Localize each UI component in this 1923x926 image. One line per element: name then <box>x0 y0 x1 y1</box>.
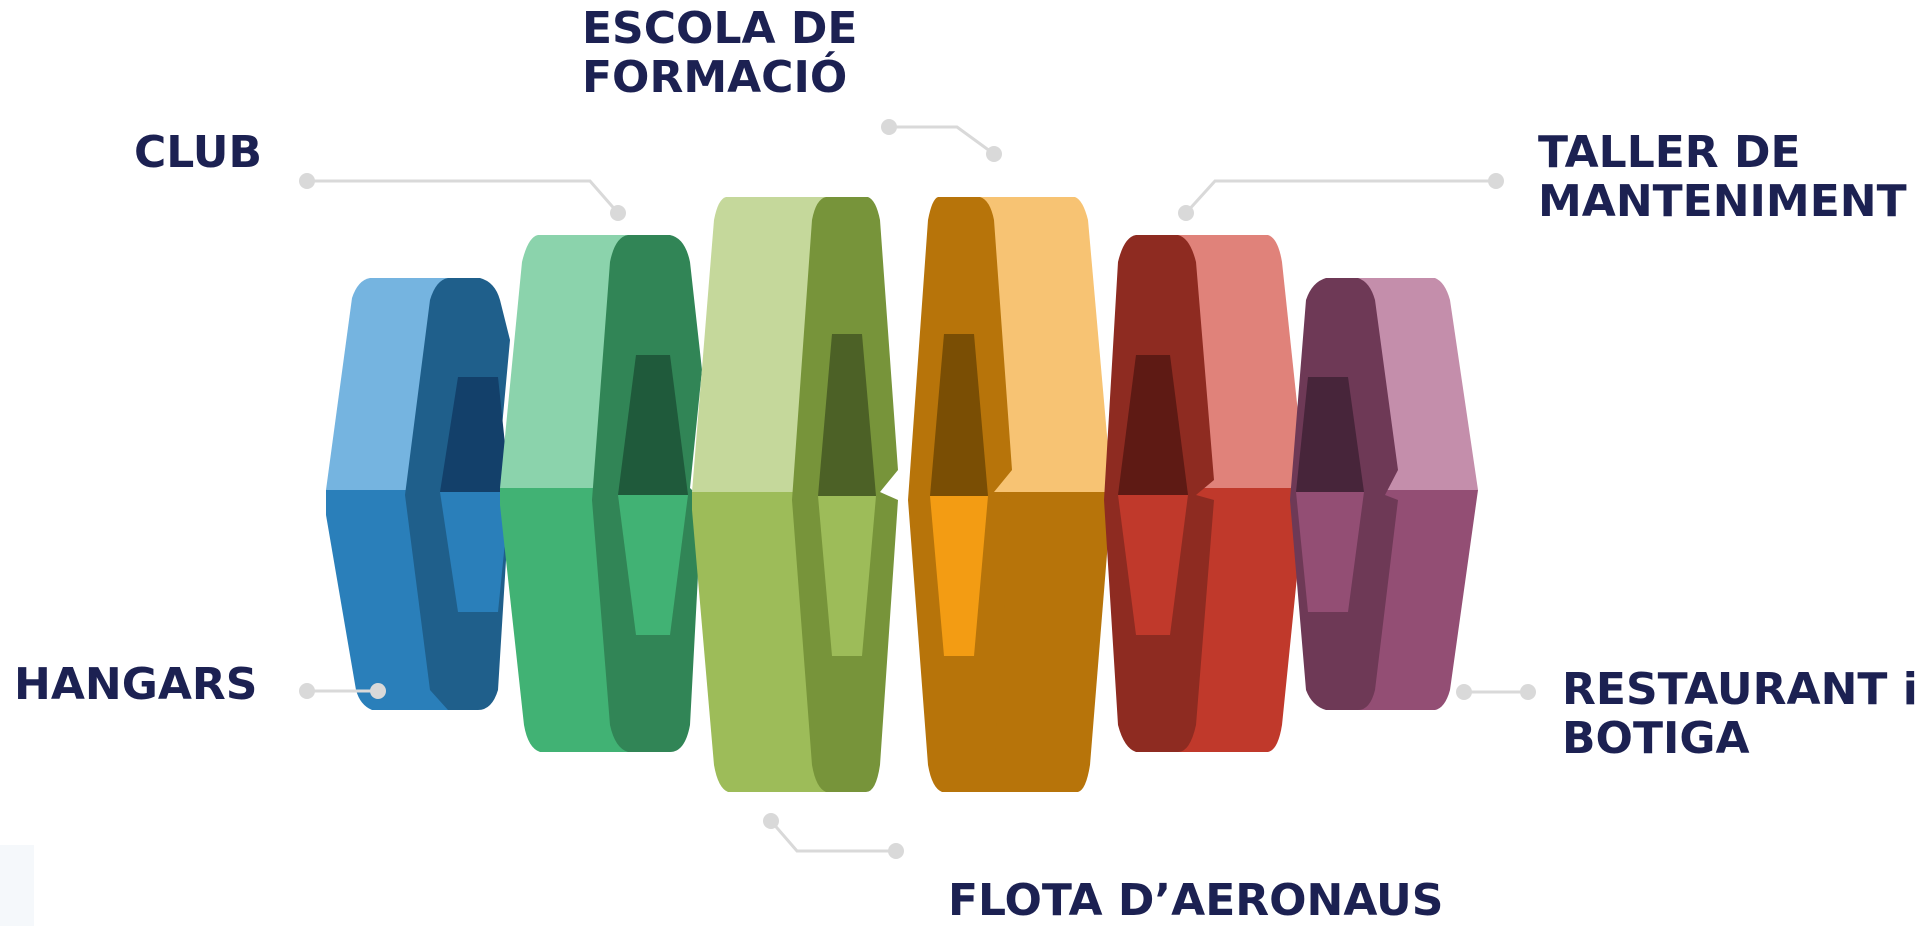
segment-green <box>500 235 702 752</box>
segment-red <box>1104 235 1306 752</box>
label-escola: ESCOLA DE FORMACIÓ <box>582 4 857 103</box>
connector-hangars <box>299 683 386 699</box>
label-escola-line2: FORMACIÓ <box>582 52 848 104</box>
segment-blue <box>326 278 510 710</box>
label-escola-line1: ESCOLA DE <box>582 3 858 54</box>
label-restaurant: RESTAURANT i BOTIGA <box>1562 665 1918 764</box>
segment-purple <box>1290 278 1478 710</box>
label-hangars: HANGARS <box>14 659 258 710</box>
label-taller-line2: MANTENIMENT <box>1538 176 1907 228</box>
connector-restaurant <box>1456 684 1536 700</box>
connector-flota <box>763 813 904 859</box>
connector-escola <box>881 119 1002 162</box>
label-restaurant-line2: BOTIGA <box>1562 713 1750 765</box>
label-flota-text: FLOTA D’AERONAUS <box>948 875 1444 926</box>
label-flota: FLOTA D’AERONAUS <box>948 875 1444 926</box>
connector-taller <box>1178 173 1504 221</box>
label-taller: TALLER DE MANTENIMENT <box>1538 128 1907 227</box>
label-club-text: CLUB <box>134 127 263 178</box>
label-club: CLUB <box>134 127 263 178</box>
label-taller-line1: TALLER DE <box>1538 127 1801 178</box>
label-hangars-text: HANGARS <box>14 659 258 710</box>
segment-orange <box>908 197 1112 792</box>
segment-lime <box>692 197 898 792</box>
connector-club <box>299 173 626 221</box>
label-restaurant-line1: RESTAURANT i <box>1562 664 1918 715</box>
corner-background-box <box>0 845 34 926</box>
